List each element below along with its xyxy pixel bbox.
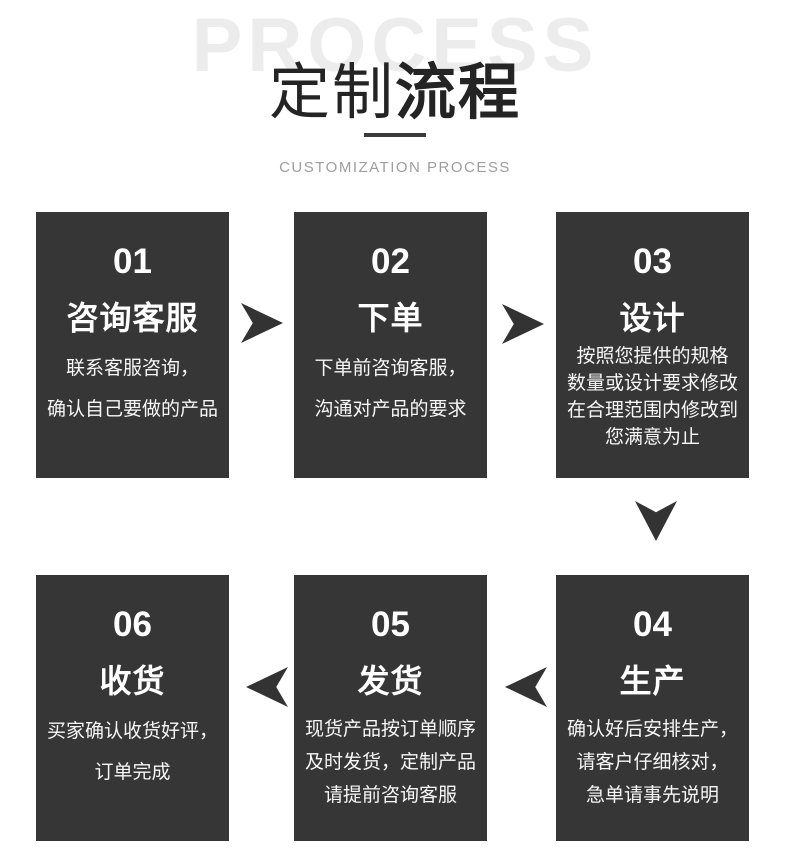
arrow-right-icon-2: [502, 304, 544, 344]
arrow-left-icon-1: [505, 667, 547, 707]
step-title: 咨询客服: [66, 300, 199, 336]
step-box-1: 01 咨询客服 联系客服咨询， 确认自己要做的产品: [36, 212, 229, 478]
step-description: 下单前咨询客服， 沟通对产品的要求: [314, 358, 467, 420]
step-number: 03: [633, 242, 672, 281]
step-number: 05: [371, 605, 410, 644]
step-number: 01: [113, 242, 152, 281]
step-description: 确认好后安排生产， 请客户仔细核对， 急单请事先说明: [566, 719, 738, 806]
step-title: 下单: [357, 300, 424, 336]
step-box-2: 02 下单 下单前咨询客服， 沟通对产品的要求: [294, 212, 487, 478]
step-title: 收货: [99, 663, 166, 699]
step-number: 02: [371, 242, 410, 281]
step-title: 发货: [357, 663, 424, 699]
arrow-left-icon-2: [246, 667, 288, 707]
step-box-5: 05 发货 现货产品按订单顺序 及时发货，定制产品 请提前咨询客服: [294, 575, 487, 841]
step-description: 现货产品按订单顺序 及时发货，定制产品 请提前咨询客服: [304, 719, 476, 806]
step-number: 06: [113, 605, 152, 644]
step-description: 联系客服咨询， 确认自己要做的产品: [46, 358, 218, 420]
page-title: 定制流程: [0, 42, 790, 131]
step-number: 04: [633, 605, 672, 644]
watermark-text: PROCESS: [191, 3, 599, 88]
page-subtitle: CUSTOMIZATION PROCESS: [279, 159, 511, 176]
arrow-right-icon-1: [241, 303, 283, 343]
step-description: 按照您提供的规格 数量或设计要求修改 在合理范围内修改到 您满意为止: [566, 346, 738, 448]
step-title: 设计: [619, 300, 686, 336]
page-title-light: 定制: [268, 58, 395, 126]
step-box-6: 06 收货 买家确认收货好评， 订单完成: [36, 575, 229, 841]
step-box-4: 04 生产 确认好后安排生产， 请客户仔细核对， 急单请事先说明: [556, 575, 749, 841]
title-divider: [364, 133, 426, 137]
step-box-3: 03 设计 按照您提供的规格 数量或设计要求修改 在合理范围内修改到 您满意为止: [556, 212, 749, 478]
arrow-down-icon: [635, 501, 677, 541]
step-title: 生产: [619, 663, 686, 699]
step-description: 买家确认收货好评， 订单完成: [46, 721, 218, 783]
page-title-bold: 流程: [395, 58, 522, 126]
